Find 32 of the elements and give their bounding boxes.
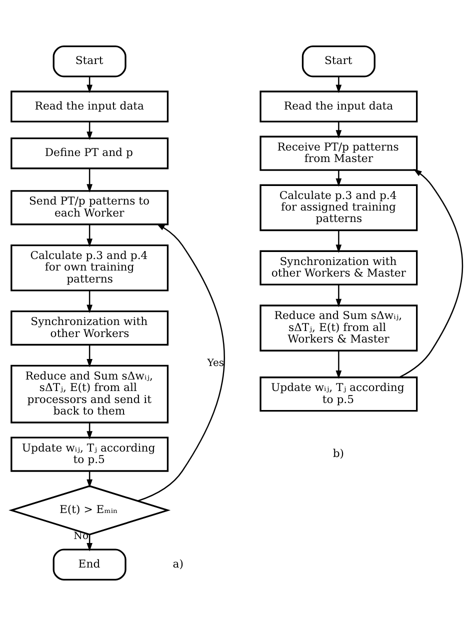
arrow	[336, 170, 342, 187]
node-box: Start	[52, 46, 126, 78]
arrow	[86, 224, 92, 248]
arrow	[86, 168, 92, 192]
arrow	[86, 290, 92, 314]
arrow	[86, 122, 92, 140]
node-box: Read the input data	[260, 90, 418, 122]
arrow	[336, 230, 342, 253]
node-box: Read the input data	[10, 90, 169, 122]
node-box: Calculate p.3 and p.4 for assigned training patterns	[260, 184, 418, 232]
arrow	[399, 169, 464, 378]
node-box: Update wᵢⱼ, Tⱼ according to p.5	[260, 376, 418, 412]
node-box: Send PT/p patterns to each Worker	[10, 190, 169, 226]
node-box: End	[52, 548, 126, 580]
node-box: Reduce and Sum sΔwᵢⱼ, sΔTⱼ, E(t) from all processors and send it back to them	[10, 364, 169, 424]
label: a)	[172, 557, 184, 570]
node-box: Reduce and Sum sΔwᵢⱼ, sΔTⱼ, E(t) from all Workers & Master	[260, 304, 418, 352]
arrow	[336, 284, 342, 308]
arrow	[336, 350, 342, 379]
arrow	[138, 223, 225, 502]
node-box: Update wᵢⱼ, Tⱼ according to p.5	[10, 436, 169, 472]
node-box: Receive PT/p patterns from Master	[260, 136, 418, 171]
node-box: Calculate p.3 and p.4 for own training patterns	[10, 244, 169, 292]
label: b)	[332, 447, 344, 460]
edge-label: Yes	[207, 358, 224, 369]
arrow	[336, 76, 342, 94]
node-box: Synchronization with other Workers & Master	[260, 250, 418, 286]
node-box: Start	[302, 46, 376, 78]
node-box: Synchronization with other Workers	[10, 310, 169, 346]
arrow	[336, 122, 342, 138]
arrow	[86, 344, 92, 368]
node-box: Define PT and p	[10, 137, 169, 170]
